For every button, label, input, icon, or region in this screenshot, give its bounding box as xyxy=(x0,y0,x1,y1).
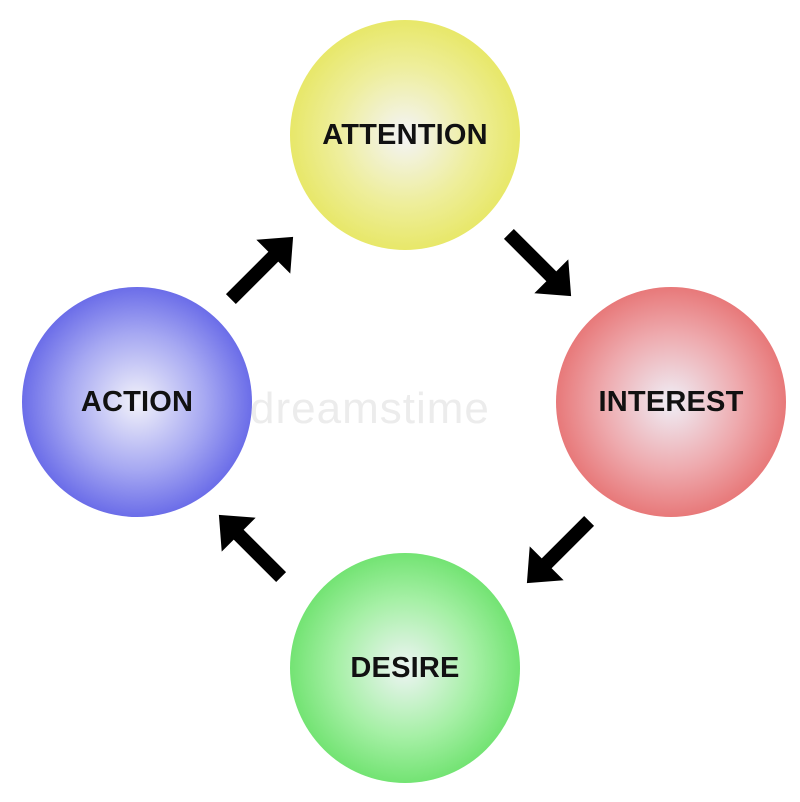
node-attention: ATTENTION xyxy=(290,20,520,250)
arrow-desire-to-action xyxy=(218,514,287,583)
node-desire-label: DESIRE xyxy=(350,651,460,684)
node-interest-label: INTEREST xyxy=(598,385,744,418)
arrow-attention-to-interest xyxy=(503,228,572,297)
node-desire: DESIRE xyxy=(290,553,520,783)
arrow-interest-to-desire xyxy=(526,515,595,584)
watermark: dreamstime xyxy=(250,384,490,433)
node-attention-label: ATTENTION xyxy=(322,118,488,151)
arrow-action-to-attention xyxy=(225,236,294,305)
node-action: ACTION xyxy=(22,287,252,517)
node-action-label: ACTION xyxy=(80,385,194,418)
node-interest: INTEREST xyxy=(556,287,786,517)
